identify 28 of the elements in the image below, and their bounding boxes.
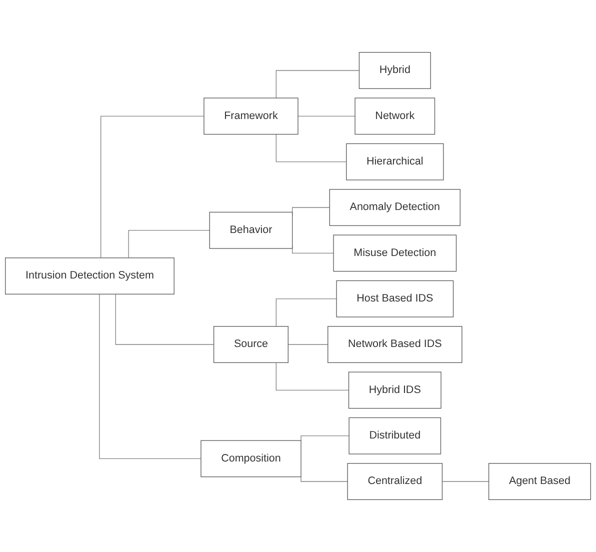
connector [128,230,210,258]
connector [276,298,337,327]
node-box: Host Based IDS [336,280,454,318]
node-box: Framework [204,98,298,135]
node-box: Centralized [347,463,443,500]
node-box: Network Based IDS [328,326,462,363]
connector [288,344,328,345]
node-box: Behavior [209,212,293,249]
node-box: Intrusion Detection System [5,258,174,294]
node-box: Hybrid IDS [348,372,442,409]
connector [442,481,490,482]
node-box: Hybrid [358,52,431,89]
connector [276,70,360,98]
node-box: Source [213,326,288,363]
connector [99,294,202,460]
node-box: Distributed [348,417,442,454]
node-box: Hierarchical [346,143,444,180]
node-box: Composition [200,440,302,478]
connector [300,476,348,482]
node-box: Agent Based [488,463,591,500]
connector [115,294,214,345]
connector [276,362,350,391]
connector [276,134,347,162]
connector [100,116,204,258]
node-box: Misuse Detection [333,234,457,272]
connector [300,436,350,442]
node-box: Anomaly Detection [329,189,460,226]
node-box: Network [354,98,436,135]
